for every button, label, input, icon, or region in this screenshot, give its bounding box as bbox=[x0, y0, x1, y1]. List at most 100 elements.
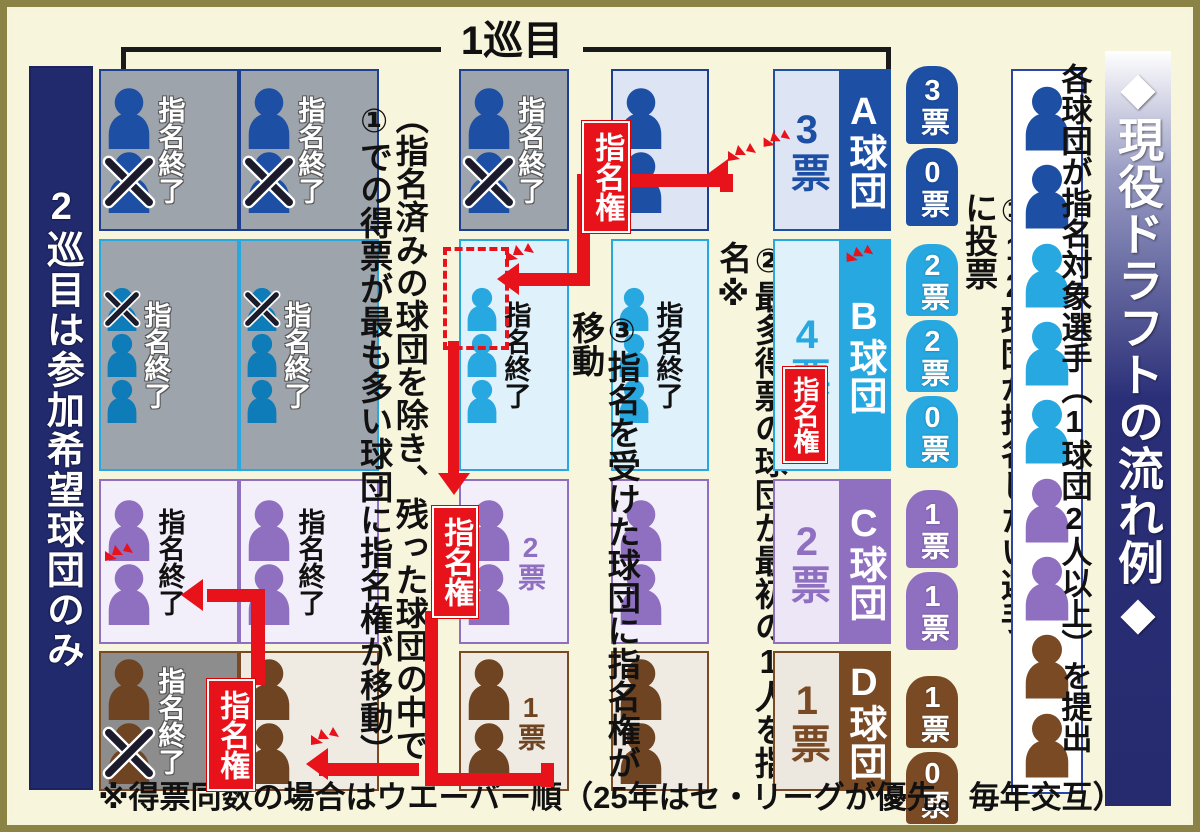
player-stack bbox=[102, 658, 156, 784]
player-icon bbox=[617, 499, 665, 561]
player-icon bbox=[105, 658, 153, 720]
team-vote-count: 2票 bbox=[784, 519, 829, 604]
title-banner: ◆現役ドラフトの流れ例◆ bbox=[1105, 51, 1171, 806]
vote-chip: 3票 bbox=[906, 66, 958, 144]
nomination-done-label: 指名終了 bbox=[294, 507, 325, 616]
player-stack bbox=[617, 87, 665, 213]
nominated-cross-icon bbox=[242, 154, 296, 210]
flash-icon bbox=[303, 723, 343, 768]
group-vote-label: 2票 bbox=[515, 532, 546, 591]
player-group-box: 指名終了 bbox=[239, 69, 379, 231]
nomination-done-label: 指名終了 bbox=[154, 667, 185, 775]
player-stack bbox=[617, 287, 651, 423]
player-group-box: 1票 bbox=[459, 651, 569, 791]
flow-arrow-2 bbox=[497, 263, 519, 295]
player-group-box: 指名終了 bbox=[99, 239, 239, 471]
player-group-box bbox=[611, 69, 709, 231]
flow-line-3 bbox=[448, 341, 459, 481]
flow-line-4b bbox=[425, 773, 543, 786]
vote-chip: 2票 bbox=[906, 320, 958, 392]
nomination-done-label: 指名終了 bbox=[294, 96, 325, 204]
player-icon bbox=[102, 722, 156, 784]
player-stack bbox=[465, 499, 513, 625]
player-icon bbox=[465, 499, 513, 561]
nomination-done-label: 指名終了 bbox=[140, 301, 171, 409]
player-icon bbox=[462, 151, 516, 213]
player-icon bbox=[245, 333, 279, 377]
nominated-cross-icon bbox=[102, 290, 142, 328]
annotation-step2: ②最多得票の球団が最初の1人を指名※ bbox=[714, 241, 788, 779]
player-icon bbox=[245, 499, 293, 561]
pool-player-icon bbox=[1022, 555, 1072, 621]
nominated-cross-icon bbox=[102, 725, 156, 781]
vote-chip: 1票 bbox=[906, 572, 958, 650]
flash-icon bbox=[97, 539, 137, 584]
player-group-box: 指名終了 bbox=[611, 239, 709, 471]
flow-arrow-5 bbox=[181, 579, 203, 611]
candidate-pool bbox=[1011, 69, 1083, 794]
vote-chip: 1票 bbox=[906, 490, 958, 568]
flash-icon bbox=[498, 239, 538, 284]
player-icon bbox=[617, 287, 651, 331]
player-icon bbox=[102, 151, 156, 213]
player-icon bbox=[617, 379, 651, 423]
team-name: A球団 bbox=[838, 71, 889, 229]
flow-line-6 bbox=[541, 763, 554, 787]
footnote: ※得票同数の場合はウエーバー順（25年はセ・リーグが優先。毎年交互） bbox=[98, 780, 1124, 815]
nomination-right-badge-3: 指名権 bbox=[207, 679, 255, 791]
flow-arrow-4 bbox=[306, 748, 328, 780]
team-vote-count: 4票指名権 bbox=[775, 241, 839, 469]
pool-player-icon bbox=[1022, 477, 1072, 543]
round-label: 1巡目 bbox=[441, 19, 583, 63]
player-icon bbox=[105, 379, 139, 423]
flow-line-4c bbox=[319, 763, 419, 776]
pool-player-icon bbox=[1022, 398, 1072, 464]
page-title: ◆現役ドラフトの流れ例◆ bbox=[1112, 61, 1164, 641]
annotation-step1-detail: （指名済みの球団を除き、残った球団の中で①での得票が最も多い球団に指名権が移動） bbox=[355, 101, 429, 767]
vote-chip: 0票 bbox=[906, 148, 958, 226]
player-group-box: 指名終了 bbox=[99, 69, 239, 231]
player-icon bbox=[102, 287, 142, 331]
player-stack bbox=[245, 658, 293, 784]
empty-slot-dashed bbox=[443, 247, 509, 350]
flow-arrow-1 bbox=[706, 159, 728, 191]
player-stack bbox=[462, 87, 516, 213]
player-icon bbox=[243, 287, 281, 331]
team-name: B球団 bbox=[838, 241, 889, 469]
player-icon bbox=[105, 333, 139, 377]
team-nomination-right-badge: 指名権 bbox=[783, 367, 827, 463]
player-group-box bbox=[611, 651, 709, 791]
player-stack bbox=[243, 287, 281, 423]
flow-line-1a bbox=[626, 174, 731, 187]
flow-arrow-3 bbox=[438, 473, 470, 495]
player-stack bbox=[102, 287, 142, 423]
player-icon bbox=[105, 563, 153, 625]
player-group-box bbox=[611, 479, 709, 644]
player-icon bbox=[245, 379, 279, 423]
player-icon bbox=[242, 151, 296, 213]
player-stack bbox=[617, 658, 665, 784]
player-stack bbox=[465, 287, 499, 423]
vote-chip: 2票 bbox=[906, 244, 958, 316]
pool-player-icon bbox=[1022, 633, 1072, 699]
player-group-box: 指名終了 bbox=[239, 239, 379, 471]
left-banner-label: 2巡目は参加希望球団のみ bbox=[40, 186, 83, 670]
team-name: C球団 bbox=[838, 481, 889, 642]
flow-line-5a bbox=[251, 589, 265, 685]
player-group-box: 指名終了 bbox=[99, 479, 239, 644]
group-vote-label: 1票 bbox=[515, 691, 546, 751]
flow-line-2b bbox=[516, 273, 590, 286]
player-stack bbox=[465, 658, 513, 784]
pool-player-icon bbox=[1022, 242, 1072, 308]
player-icon bbox=[465, 87, 513, 149]
team-name: D球団 bbox=[838, 653, 889, 789]
pool-player-icon bbox=[1022, 163, 1072, 229]
nomination-done-label: 指名終了 bbox=[154, 507, 185, 616]
nomination-done-label: 指名終了 bbox=[514, 96, 545, 204]
pool-player-icon bbox=[1022, 712, 1072, 778]
player-icon bbox=[105, 87, 153, 149]
